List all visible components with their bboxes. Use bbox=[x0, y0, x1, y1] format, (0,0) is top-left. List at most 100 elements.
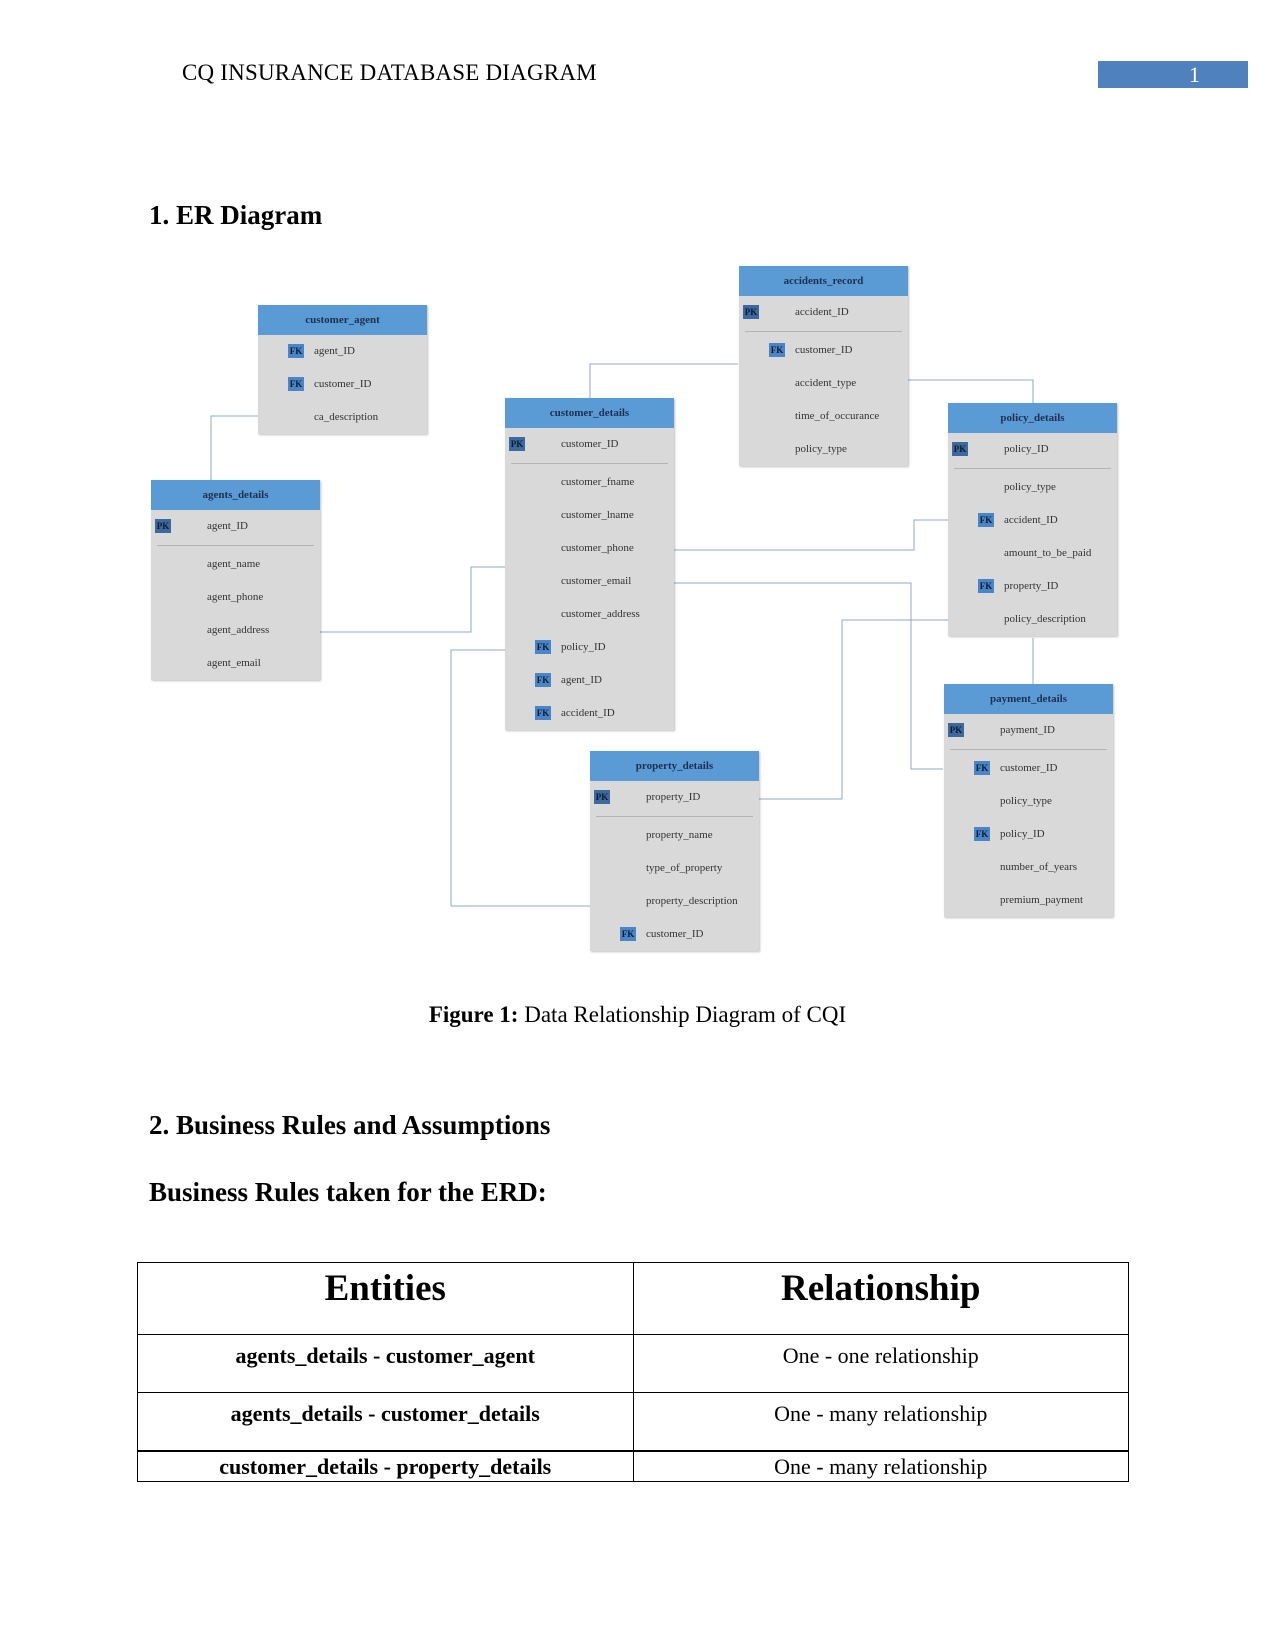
attribute-name: ca_description bbox=[314, 411, 379, 423]
attribute-name: agent_ID bbox=[314, 345, 355, 357]
entity-title: payment_details bbox=[944, 684, 1113, 714]
attribute-name: customer_ID bbox=[561, 438, 619, 450]
attribute-name: customer_ID bbox=[646, 928, 704, 940]
fk-key-icon: FK bbox=[620, 927, 636, 941]
fk-key-icon: FK bbox=[535, 640, 551, 654]
attribute-name: property_ID bbox=[1004, 580, 1059, 592]
attribute-name: agent_name bbox=[207, 558, 261, 570]
entity-attribute: FK customer_ID bbox=[590, 918, 759, 951]
pk-key-icon: PK bbox=[952, 442, 968, 456]
entity-attribute: FK customer_ID bbox=[258, 368, 427, 401]
attribute-name: customer_address bbox=[561, 608, 640, 620]
entity-attribute: property_description bbox=[590, 885, 759, 918]
figure-caption-text: Data Relationship Diagram of CQI bbox=[518, 1002, 847, 1027]
attribute-name: policy_type bbox=[795, 443, 847, 455]
relationship-cell: One - many relationship bbox=[632, 1392, 1129, 1451]
attribute-name: property_ID bbox=[646, 791, 701, 803]
connector-agent-customer-details bbox=[318, 566, 505, 633]
attribute-name: agent_email bbox=[207, 657, 261, 669]
attribute-name: accident_ID bbox=[1004, 514, 1058, 526]
entity-attribute: agent_email bbox=[151, 647, 320, 680]
attribute-name: property_name bbox=[646, 829, 713, 841]
attribute-name: customer_ID bbox=[314, 378, 372, 390]
entity-attribute: agent_phone bbox=[151, 581, 320, 614]
entity-attribute: agent_address bbox=[151, 614, 320, 647]
attribute-name: agent_address bbox=[207, 624, 270, 636]
entity-attribute: customer_address bbox=[505, 598, 674, 631]
pk-key-icon: PK bbox=[743, 305, 759, 319]
entity-title: customer_agent bbox=[258, 305, 427, 335]
connector-customer-policy bbox=[671, 519, 948, 551]
fk-key-icon: FK bbox=[978, 513, 994, 527]
entity-title: customer_details bbox=[505, 398, 674, 428]
attribute-name: customer_fname bbox=[561, 476, 635, 488]
attribute-name: customer_email bbox=[561, 575, 632, 587]
entity-attribute: customer_phone bbox=[505, 532, 674, 565]
section-heading-business-rules: 2. Business Rules and Assumptions bbox=[149, 1110, 551, 1140]
entity-attribute: amount_to_be_paid bbox=[948, 537, 1117, 570]
attribute-name: property_description bbox=[646, 895, 738, 907]
relationship-cell: One - many relationship bbox=[632, 1449, 1129, 1482]
fk-key-icon: FK bbox=[769, 343, 785, 357]
key-separator bbox=[511, 463, 668, 464]
entity-attribute: policy_description bbox=[948, 603, 1117, 636]
attribute-name: type_of_property bbox=[646, 862, 723, 874]
attribute-name: policy_type bbox=[1000, 795, 1052, 807]
attribute-name: policy_description bbox=[1004, 613, 1086, 625]
entities-cell: agents_details - customer_details bbox=[137, 1392, 634, 1451]
pk-key-icon: PK bbox=[509, 437, 525, 451]
fk-key-icon: FK bbox=[535, 706, 551, 720]
entities-cell: customer_details - property_details bbox=[137, 1449, 634, 1482]
connector-customer-accident bbox=[589, 363, 738, 398]
connector-customer-payment bbox=[671, 582, 943, 770]
attribute-name: customer_phone bbox=[561, 542, 634, 554]
relationship-cell: One - one relationship bbox=[632, 1334, 1129, 1393]
entity-attribute: customer_email bbox=[505, 565, 674, 598]
entity-attribute: policy_type bbox=[948, 471, 1117, 504]
entity-attribute: agent_name bbox=[151, 548, 320, 581]
attribute-name: policy_type bbox=[1004, 481, 1056, 493]
attribute-name: agent_ID bbox=[561, 674, 602, 686]
attribute-name: amount_to_be_paid bbox=[1004, 547, 1092, 559]
attribute-name: policy_ID bbox=[561, 641, 606, 653]
table-row: agents_details - customer_details One - … bbox=[137, 1392, 1129, 1451]
entity-attribute: FK agent_ID bbox=[505, 664, 674, 697]
business-rules-table: Entities Relationship agents_details - c… bbox=[137, 1262, 1129, 1482]
entity-attribute: PK customer_ID bbox=[505, 428, 674, 461]
attribute-name: agent_ID bbox=[207, 520, 248, 532]
entity-attribute: customer_lname bbox=[505, 499, 674, 532]
page-number-badge: 1 bbox=[1098, 61, 1248, 88]
fk-key-icon: FK bbox=[535, 673, 551, 687]
fk-key-icon: FK bbox=[288, 377, 304, 391]
entity-attribute: FK accident_ID bbox=[948, 504, 1117, 537]
attribute-name: accident_ID bbox=[561, 707, 615, 719]
attribute-name: time_of_occurance bbox=[795, 410, 880, 422]
entity-attribute: customer_fname bbox=[505, 466, 674, 499]
entity-attribute: policy_type bbox=[739, 433, 908, 466]
key-separator bbox=[745, 331, 902, 332]
key-separator bbox=[950, 749, 1107, 750]
entities-cell: agents_details - customer_agent bbox=[137, 1334, 634, 1393]
pk-key-icon: PK bbox=[948, 723, 964, 737]
key-separator bbox=[596, 816, 753, 817]
entity-attribute: premium_payment bbox=[944, 884, 1113, 917]
attribute-name: policy_ID bbox=[1000, 828, 1045, 840]
attribute-name: number_of_years bbox=[1000, 861, 1077, 873]
connector-agent-customer-agent bbox=[210, 415, 258, 485]
column-header-relationship: Relationship bbox=[632, 1262, 1129, 1335]
entity-attribute: number_of_years bbox=[944, 851, 1113, 884]
attribute-name: customer_ID bbox=[1000, 762, 1058, 774]
